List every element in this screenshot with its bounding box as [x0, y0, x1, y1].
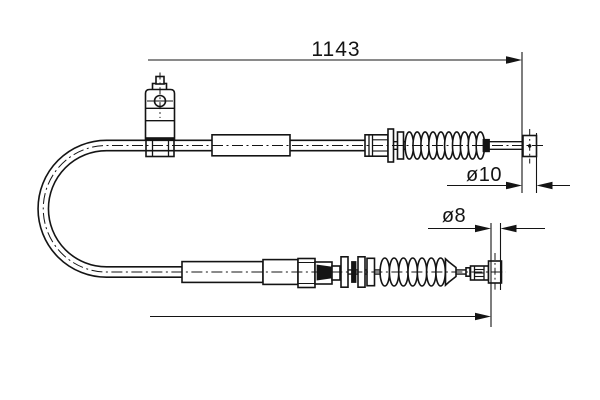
lower-clevis-fitting: [297, 257, 341, 289]
dimension-diameter-10: ø10: [447, 164, 570, 190]
arrowhead-right-icon: [506, 181, 522, 190]
mounting-bracket: [144, 72, 176, 158]
upper-diameter-label: ø10: [466, 164, 502, 186]
arrowhead-left-icon: [500, 224, 517, 233]
upper-crimp-ferrule: [482, 138, 490, 153]
arrowhead-right-icon: [506, 56, 522, 64]
lower-diameter-label: ø8: [442, 205, 466, 227]
dimension-overall-length: 1143: [148, 38, 522, 64]
arrowhead-right-icon: [475, 224, 491, 233]
dimension-lower-length: [150, 312, 491, 321]
upper-end-nipple: [522, 129, 538, 164]
lower-boot-cone: [444, 256, 457, 288]
cable-conduit: [37, 139, 365, 278]
arrowhead-left-icon: [536, 181, 553, 190]
extension-lines: [490, 52, 538, 327]
lower-threaded-sleeve: [469, 265, 490, 281]
bracket-body: [144, 88, 176, 140]
bracket-clamp: [145, 137, 175, 158]
overall-length-label: 1143: [311, 38, 360, 61]
cable-centerline: [42, 145, 543, 273]
arrowhead-right-icon: [475, 312, 491, 321]
dimension-diameter-8: ø8: [428, 205, 545, 233]
